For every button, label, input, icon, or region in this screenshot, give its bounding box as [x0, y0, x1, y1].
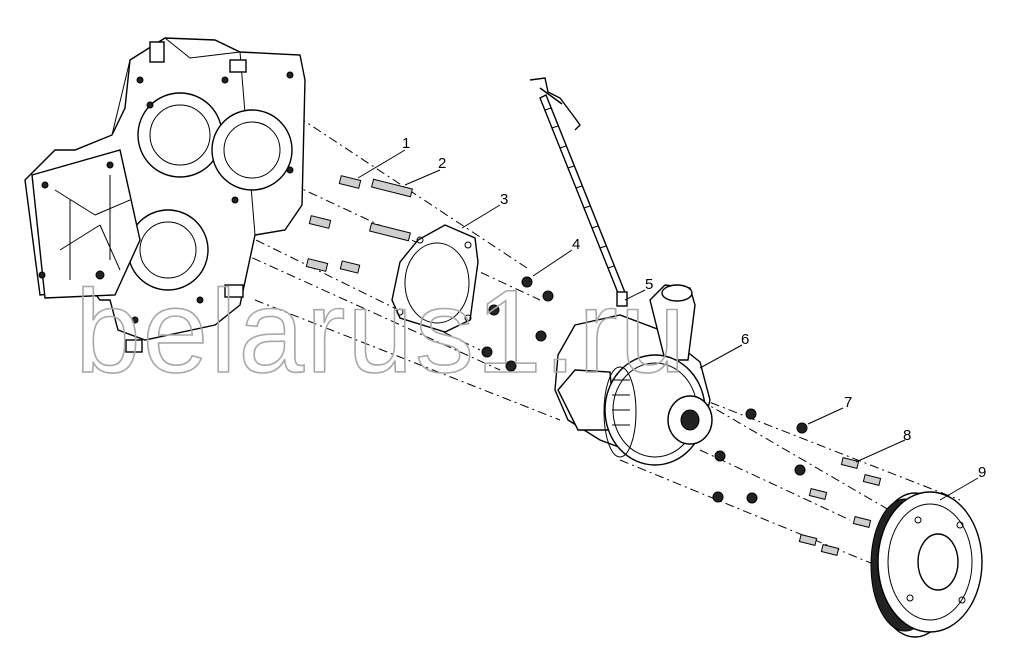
- stud-short: [305, 175, 362, 274]
- callout-3: 3: [500, 191, 508, 208]
- callout-7: 7: [844, 394, 852, 411]
- nuts-pulley-side: [712, 408, 808, 504]
- callout-4: 4: [572, 236, 580, 253]
- callout-labels: 1 2 3 4 5 6 7 8 9: [402, 135, 986, 481]
- leader-lines: [357, 149, 979, 501]
- nuts-housing-side: [481, 276, 554, 372]
- bolts: [798, 457, 882, 556]
- pulley: [870, 491, 983, 638]
- callout-2: 2: [438, 155, 446, 172]
- water-pump: [554, 284, 713, 466]
- callout-1: 1: [402, 135, 410, 152]
- callout-6: 6: [741, 331, 749, 348]
- gear-housing: [24, 37, 306, 353]
- watermark-text: belarus1.ru: [75, 266, 687, 398]
- stud-long: [369, 178, 413, 242]
- callout-5: 5: [645, 276, 653, 293]
- dipstick-tube: [529, 77, 628, 307]
- gasket: [391, 224, 479, 333]
- callout-8: 8: [903, 427, 911, 444]
- callout-9: 9: [978, 464, 986, 481]
